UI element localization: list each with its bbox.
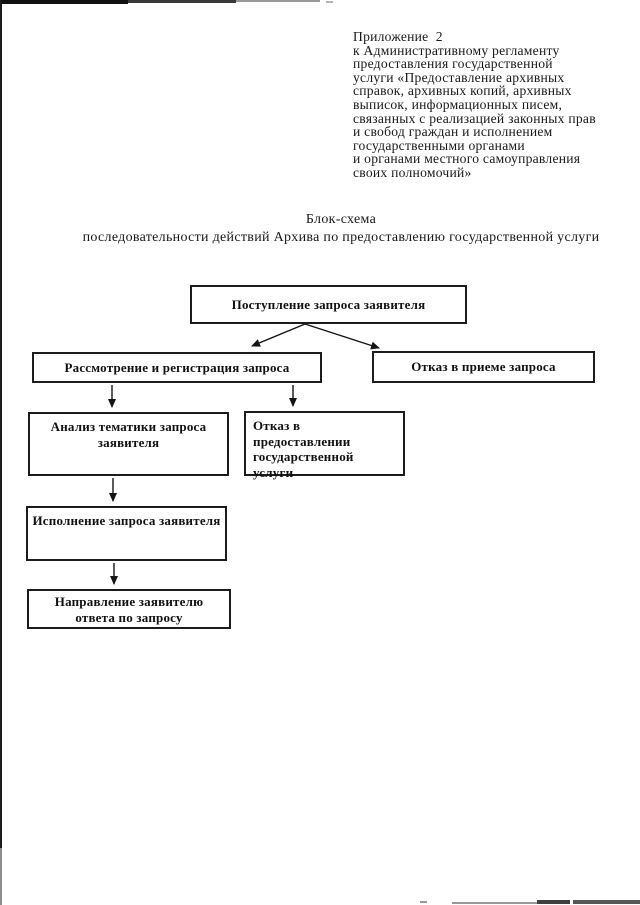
scan-artifact-bottom	[537, 900, 570, 904]
node-label: Отказ в приеме запроса	[411, 359, 556, 375]
diagram-title: Блок-схема последовательности действий А…	[36, 211, 640, 246]
connector-receipt-refuse-accept	[304, 323, 380, 350]
node-label: государственной услуги	[253, 449, 354, 480]
node-label: заявителя	[97, 434, 160, 450]
node-review-and-registration: Рассмотрение и регистрация запроса	[32, 352, 322, 383]
node-analysis-of-request: Анализ тематики запроса заявителя	[28, 412, 229, 476]
connector-receipt-review	[251, 323, 306, 347]
node-label: Отказ в предоставлении	[253, 418, 351, 449]
node-label: Исполнение запроса заявителя	[32, 513, 221, 528]
scan-artifact-top	[128, 0, 236, 3]
node-refusal-to-accept: Отказ в приеме запроса	[372, 351, 595, 383]
node-receipt-of-request: Поступление запроса заявителя	[190, 285, 467, 324]
scan-artifact-top	[326, 1, 333, 3]
scan-artifact-left	[0, 848, 2, 905]
node-label: ответа по запросу	[75, 610, 183, 625]
scan-artifact-top	[0, 0, 128, 4]
node-execution-of-request: Исполнение запроса заявителя	[26, 506, 227, 561]
scan-artifact-bottom	[573, 900, 640, 904]
scan-artifact-left	[0, 0, 2, 848]
appendix-header: Приложение 2 к Административному регламе…	[353, 29, 596, 180]
node-label: Поступление запроса заявителя	[231, 296, 426, 312]
scan-artifact-bottom	[420, 901, 427, 903]
node-send-response: Направление заявителю ответа по запросу	[27, 589, 231, 629]
scan-artifact-bottom	[452, 902, 537, 904]
node-label: Рассмотрение и регистрация запроса	[64, 359, 290, 375]
node-label: Направление заявителю	[54, 594, 204, 609]
node-label: Анализ тематики запроса	[50, 419, 207, 434]
node-refusal-of-service: Отказ в предоставлении государственной у…	[244, 411, 405, 480]
scan-artifact-top	[236, 0, 320, 2]
diagram-title-line2: последовательности действий Архива по пр…	[82, 229, 600, 245]
diagram-title-line1: Блок-схема	[305, 212, 377, 227]
